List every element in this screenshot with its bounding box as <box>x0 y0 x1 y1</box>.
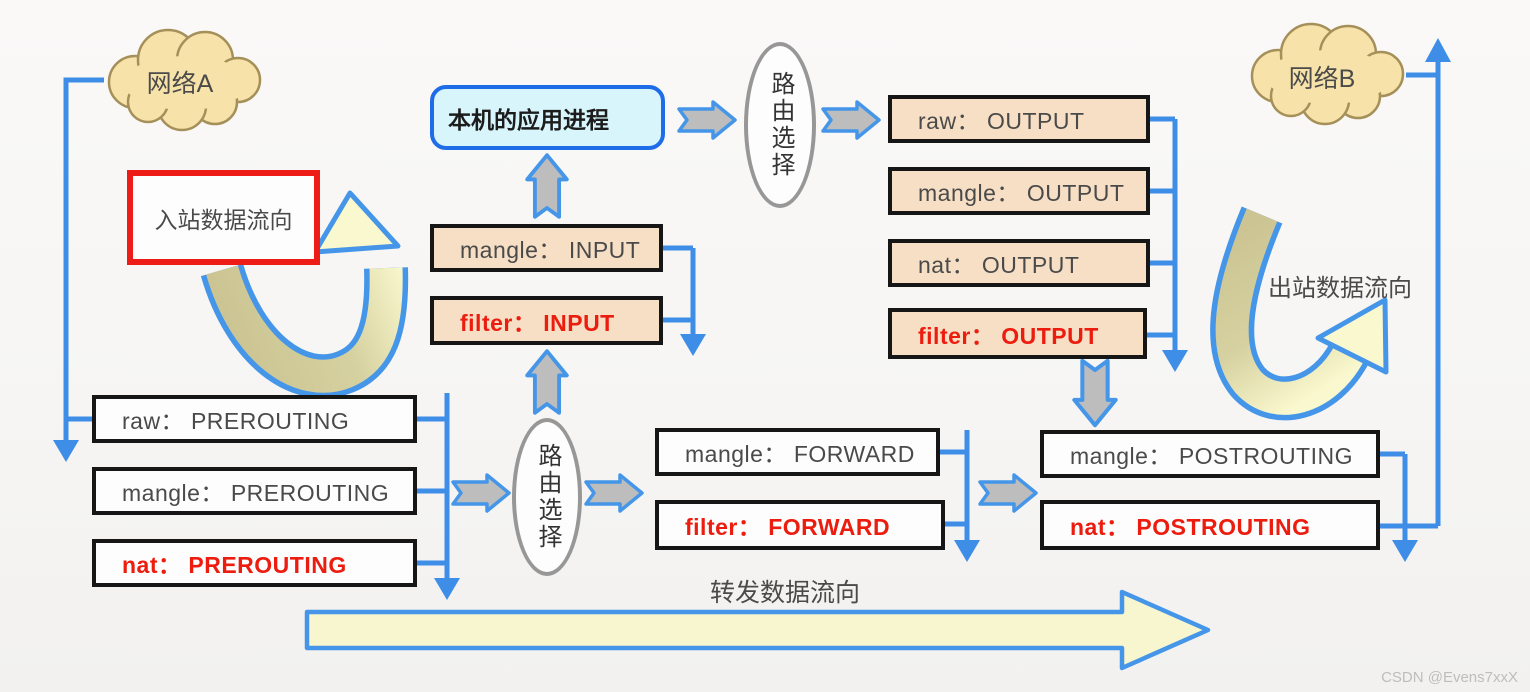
local-process-box: 本机的应用进程 <box>430 85 665 150</box>
routing-decision-bottom: 路由选择 <box>512 418 582 576</box>
network-b-label: 网络B <box>1288 65 1356 93</box>
arrow-routing-to-input <box>525 349 569 415</box>
chain-label: raw： OUTPUT <box>918 108 1085 134</box>
inbound-flow-box: 入站数据流向 <box>127 170 320 265</box>
arrow-input-to-process <box>525 153 569 219</box>
forward-flow-big-arrow <box>304 589 1211 671</box>
chain-box-mangle-forward: mangle： FORWARD <box>655 428 940 476</box>
routing-decision-top: 路由选择 <box>744 42 816 208</box>
arrow-forward-to-postrouting <box>978 473 1038 513</box>
arrow-prerouting-to-routing <box>451 473 511 513</box>
outbound-curved-arrow <box>1210 206 1389 421</box>
chain-label: filter： INPUT <box>460 309 615 336</box>
chain-box-nat-output: nat： OUTPUT <box>888 239 1150 287</box>
arrow-process-to-routing <box>677 100 737 140</box>
chain-label: mangle： INPUT <box>460 237 641 263</box>
inbound-flow-label: 入站数据流向 <box>154 206 293 233</box>
chain-label: nat： PREROUTING <box>122 552 347 578</box>
chain-box-nat-postrouting: nat： POSTROUTING <box>1040 500 1380 550</box>
chain-box-mangle-output: mangle： OUTPUT <box>888 167 1150 215</box>
chain-label: mangle： FORWARD <box>685 441 915 467</box>
network-a-label: 网络A <box>146 70 214 98</box>
chain-label: filter： OUTPUT <box>918 322 1099 349</box>
connector-arrowheads <box>53 38 1451 600</box>
arrow-routing-to-forward <box>584 473 644 513</box>
outbound-flow-label: 出站数据流向 <box>1268 275 1412 302</box>
routing-decision-bottom-label: 路由选择 <box>534 443 561 551</box>
arrow-routing-to-output <box>821 100 881 140</box>
chain-label: mangle： PREROUTING <box>122 480 390 506</box>
chain-box-mangle-prerouting: mangle： PREROUTING <box>92 467 417 515</box>
arrow-output-to-postrouting <box>1074 361 1115 425</box>
chain-box-filter-forward: filter： FORWARD <box>655 500 945 550</box>
chain-box-mangle-postrouting: mangle： POSTROUTING <box>1040 430 1380 478</box>
chain-box-filter-input: filter： INPUT <box>430 296 663 345</box>
chain-label: nat： OUTPUT <box>918 252 1080 278</box>
chain-box-raw-prerouting: raw： PREROUTING <box>92 395 417 443</box>
chain-label: mangle： POSTROUTING <box>1070 443 1353 469</box>
chain-label: filter： FORWARD <box>685 514 891 540</box>
local-process-label: 本机的应用进程 <box>448 106 609 133</box>
chain-label: nat： POSTROUTING <box>1070 514 1311 540</box>
chain-box-raw-output: raw： OUTPUT <box>888 95 1150 143</box>
forward-flow-label: 转发数据流向 <box>710 579 861 607</box>
routing-decision-top-label: 路由选择 <box>767 71 794 179</box>
chain-label: mangle： OUTPUT <box>918 180 1125 206</box>
chain-box-mangle-input: mangle： INPUT <box>430 224 663 272</box>
csdn-watermark: CSDN @Evens7xxX <box>1381 669 1518 686</box>
inbound-curved-arrow <box>200 190 409 399</box>
blue-connectors <box>63 58 1441 580</box>
chain-label: raw： PREROUTING <box>122 408 350 434</box>
chain-box-nat-prerouting: nat： PREROUTING <box>92 539 417 587</box>
chain-box-filter-output: filter： OUTPUT <box>888 308 1147 359</box>
